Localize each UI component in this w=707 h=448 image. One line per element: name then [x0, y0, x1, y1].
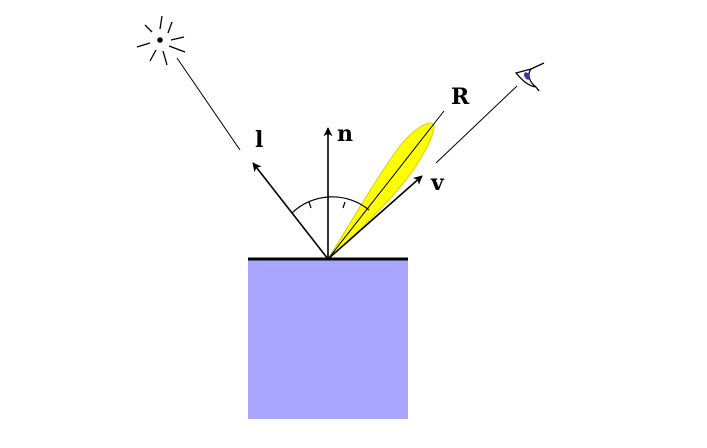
reflection-line	[327, 110, 445, 260]
sun-icon	[136, 15, 186, 66]
view-ray	[435, 85, 518, 164]
surface-block	[248, 259, 408, 419]
angle-arc	[291, 196, 370, 214]
normal-label: n	[337, 121, 353, 147]
angle-tick	[308, 201, 312, 209]
light-label: l	[255, 127, 263, 153]
reflection-label: R	[451, 84, 470, 110]
light-vector	[252, 162, 329, 260]
view-vector	[327, 175, 423, 260]
view-label: v	[430, 170, 445, 196]
angle-tick	[342, 201, 346, 209]
eye-icon	[514, 62, 545, 92]
light-ray	[176, 57, 241, 151]
